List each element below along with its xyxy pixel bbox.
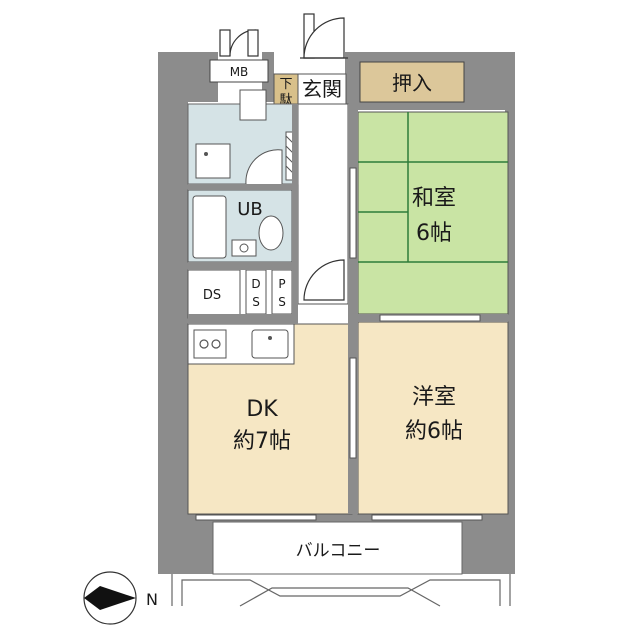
washitsu-size: 6帖 — [416, 221, 452, 246]
meter-box-label: MB — [230, 65, 249, 79]
yoshitsu: 洋室 約6帖 — [357, 321, 509, 515]
pipe-ps: P S — [271, 269, 293, 315]
shoe-box-label-1: 下 — [279, 77, 292, 92]
balcony: バルコニー — [171, 521, 511, 607]
corridor-door-icon — [303, 259, 345, 301]
ds-box: DS — [187, 269, 241, 319]
compass-icon: N — [83, 571, 158, 625]
unit-bath: UB — [187, 189, 293, 263]
entrance-door-icon — [300, 13, 348, 59]
closet: 押入 — [359, 61, 465, 103]
duct-ds-label-1: D — [251, 277, 260, 291]
sliding-doors — [195, 167, 483, 521]
yoshitsu-name: 洋室 — [412, 385, 456, 410]
balcony-label: バルコニー — [296, 541, 381, 561]
duct-ds: D S — [245, 269, 267, 315]
dk-size: 約7帖 — [233, 429, 291, 454]
entrance-label: 玄関 — [302, 77, 342, 101]
washitsu-name: 和室 — [412, 186, 456, 211]
compass-label: N — [146, 590, 158, 609]
mb-door-icon — [219, 29, 259, 57]
ds-label: DS — [203, 288, 221, 303]
unit-bath-label: UB — [237, 199, 263, 220]
washitsu: 和室 6帖 — [357, 111, 509, 315]
yoshitsu-size: 約6帖 — [405, 419, 463, 444]
entrance-area: 玄関 — [297, 73, 349, 305]
pipe-ps-label-1: P — [278, 277, 285, 291]
duct-ds-label-2: S — [252, 295, 260, 309]
meter-box: MB — [209, 59, 269, 83]
dining-kitchen: DK 約7帖 — [187, 323, 353, 515]
wet-area — [187, 89, 299, 185]
dk-name: DK — [246, 397, 278, 422]
closet-label: 押入 — [392, 71, 432, 95]
pipe-ps-label-2: S — [278, 295, 286, 309]
